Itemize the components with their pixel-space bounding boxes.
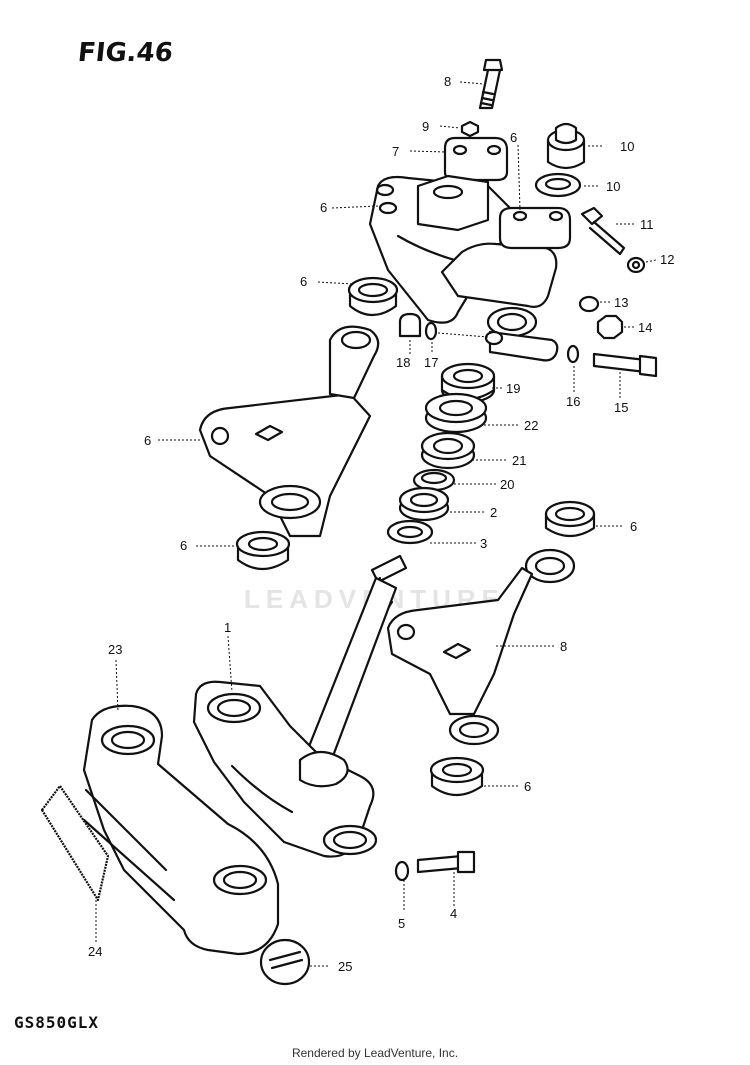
part-17-nut: [578, 295, 600, 313]
part-29-emblem-plug: [259, 938, 311, 986]
callout-20: 16: [566, 394, 580, 409]
part-28-decal: [40, 784, 110, 902]
callout-3: 3: [480, 536, 487, 551]
callout-17: 13: [614, 295, 628, 310]
part-22-cap-nut: [398, 312, 422, 338]
part-12-nut: [460, 120, 480, 138]
callout-4: 4: [450, 906, 457, 921]
part-11-bolt: [478, 58, 504, 110]
part-13-cap-nut: [546, 122, 586, 170]
part-6-grommet-c: [544, 500, 596, 538]
part-15-bolt: [580, 206, 626, 256]
callout-22: 18: [396, 355, 410, 370]
callout-13: 10: [620, 139, 634, 154]
part-7-left-bracket: [198, 325, 380, 538]
callout-9: 6: [320, 200, 327, 215]
callout-18: 14: [638, 320, 652, 335]
callout-29: 25: [338, 959, 352, 974]
callout-27: 23: [108, 642, 122, 657]
part-18-nut: [596, 314, 624, 340]
callout-6-d: 6: [524, 779, 531, 794]
callout-15: 11: [640, 217, 654, 232]
callout-10-right: 6: [510, 130, 517, 145]
part-16-washer: [626, 256, 646, 274]
callout-26: 22: [524, 418, 538, 433]
model-code: GS850GLX: [14, 1013, 100, 1032]
part-3-dust-seal: [386, 519, 434, 545]
callout-7: 6: [144, 433, 151, 448]
part-20-washer: [566, 344, 580, 364]
part-10-clamp-left: [443, 136, 509, 182]
callout-6-grommet-b: 6: [180, 538, 187, 553]
part-27-stem-cover: [82, 704, 280, 956]
callout-5: 5: [398, 916, 405, 931]
leader-lines: [95, 81, 657, 967]
part-2-bearing: [398, 486, 450, 522]
callout-6-grommet-c: 6: [630, 519, 637, 534]
part-1-steering-stem: [192, 554, 408, 858]
footer-credit: Rendered by LeadVenture, Inc.: [291, 1046, 459, 1060]
callout-19: 15: [614, 400, 628, 415]
callout-2: 2: [490, 505, 497, 520]
callout-11: 8: [444, 74, 451, 89]
callout-12: 9: [422, 119, 429, 134]
part-6-grommet-d: [429, 756, 485, 797]
callout-28: 24: [88, 944, 102, 959]
part-10-clamp-right: [498, 206, 572, 250]
part-8-right-bracket: [386, 548, 576, 746]
part-6-grommet-b: [235, 530, 291, 571]
part-19-bolt: [592, 352, 658, 378]
callout-24: 20: [500, 477, 514, 492]
callout-14: 10: [606, 179, 620, 194]
part-14-washer: [534, 172, 582, 198]
part-21-washer: [424, 321, 438, 341]
part-26-washer: [424, 392, 488, 434]
callout-16: 12: [660, 252, 674, 267]
part-24-bearing: [412, 468, 456, 492]
part-5-washer: [394, 860, 410, 882]
part-6-grommet-a: [347, 276, 399, 317]
callout-21: 17: [424, 355, 438, 370]
part-9-upper-bracket: [368, 174, 559, 362]
callout-23: 19: [506, 381, 520, 396]
part-25-bearing-race: [420, 431, 476, 470]
callout-6-a: 6: [300, 274, 307, 289]
part-4-bolt: [416, 850, 476, 874]
callout-10-left: 7: [392, 144, 399, 159]
callout-25: 21: [512, 453, 526, 468]
callout-1: 1: [224, 620, 231, 635]
callout-8: 8: [560, 639, 567, 654]
